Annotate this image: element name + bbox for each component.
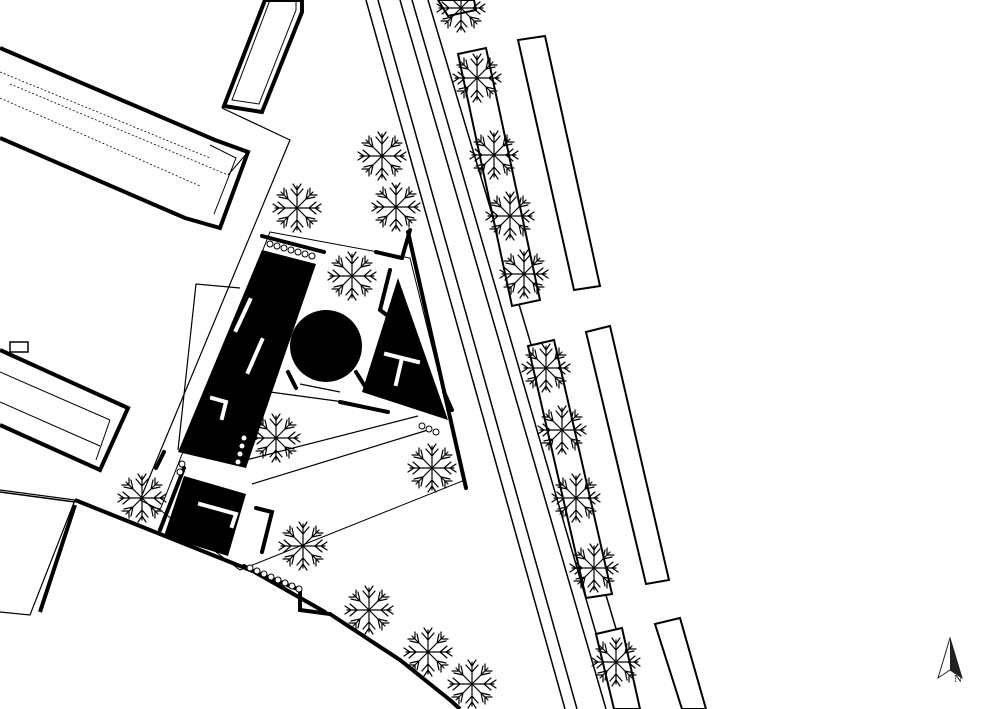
pavilion-south-block <box>164 476 246 556</box>
north-arrow: N <box>937 636 963 685</box>
pavilion-west-block <box>178 250 316 468</box>
pavilion-round <box>290 310 362 382</box>
building-annex <box>221 0 304 115</box>
pavilion-east-block <box>362 278 448 420</box>
building-upper-roof <box>0 46 251 231</box>
site-boundary <box>139 107 291 511</box>
building-lower-roof <box>0 348 131 473</box>
planter-strips <box>436 0 708 709</box>
north-label: N <box>954 673 962 685</box>
pavilion-cluster <box>154 228 468 614</box>
